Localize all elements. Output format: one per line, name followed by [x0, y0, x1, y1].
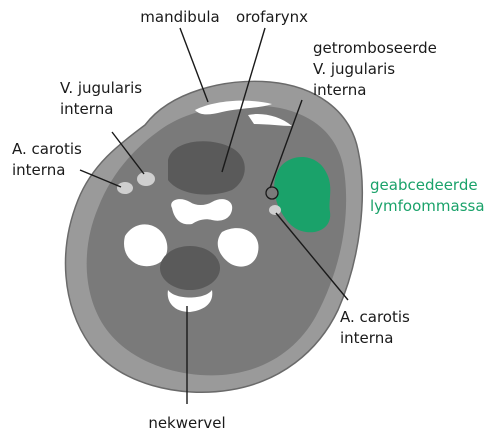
- label-orofarynx: orofarynx: [236, 8, 308, 26]
- label-thrombosed-vein-2: V. jugularis: [313, 60, 395, 78]
- vertebra-canal: [160, 246, 220, 290]
- label-left-artery-2: interna: [12, 161, 65, 179]
- label-right-artery-1: A. carotis: [340, 308, 410, 326]
- thrombosed-jugular-vein: [266, 187, 278, 199]
- label-left-vein-1: V. jugularis: [60, 79, 142, 97]
- label-abscess-1: geabcedeerde: [370, 176, 478, 194]
- label-vertebra: nekwervel: [148, 414, 225, 432]
- oropharynx-airway: [168, 141, 245, 194]
- label-mandibula: mandibula: [140, 8, 219, 26]
- left-carotid-artery: [117, 182, 133, 194]
- right-carotid-artery: [269, 205, 281, 215]
- label-right-artery-2: interna: [340, 329, 393, 347]
- label-left-vein-2: interna: [60, 100, 113, 118]
- label-abscess-2: lymfoommassa: [370, 197, 485, 215]
- label-left-artery-1: A. carotis: [12, 140, 82, 158]
- left-jugular-vein: [137, 172, 155, 186]
- label-thrombosed-vein-1: getromboseerde: [313, 39, 437, 57]
- label-thrombosed-vein-3: interna: [313, 81, 366, 99]
